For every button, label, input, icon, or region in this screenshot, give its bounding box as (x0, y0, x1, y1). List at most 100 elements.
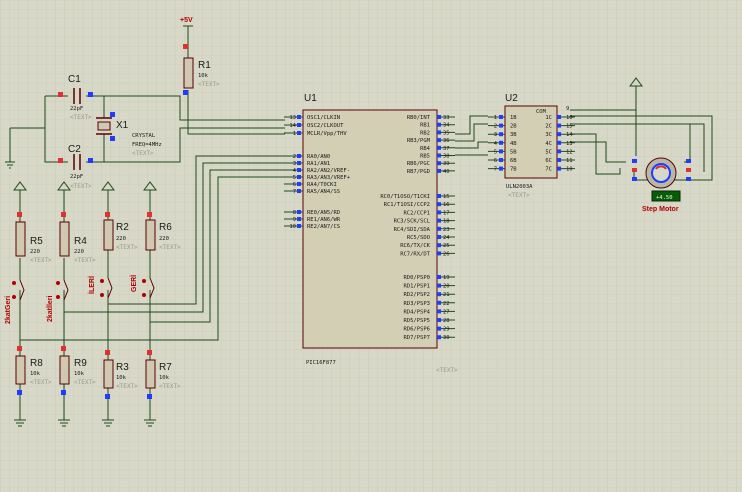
resistor-r9[interactable]: R9 10k <TEXT> (59, 355, 96, 386)
u2-part: ULN2003A (506, 184, 533, 190)
u1-right-pin-name: RC2/CCP1 (404, 210, 431, 216)
u2-left-pin-5: 5 5B (488, 149, 517, 155)
resistor-r7[interactable]: R7 10k <TEXT> (145, 359, 181, 390)
u2-left-pin-name: 2B (510, 124, 517, 130)
switch-label-2: İLERİ (88, 276, 96, 294)
svg-text:CRYSTAL: CRYSTAL (132, 133, 156, 139)
u1-left-pin-name: RE2/AN7/CS (307, 224, 340, 230)
resistor-r5[interactable]: R5 220 <TEXT> (15, 221, 52, 264)
u1-right-pin-num: 25 (443, 243, 450, 249)
u2-left-pin-num: 7 (494, 167, 497, 173)
u2-left-pin-name: 5B (510, 149, 517, 155)
svg-text:220: 220 (116, 236, 126, 242)
u2-right-pin-num: 16 (566, 115, 573, 121)
switch-label-0: 2katGeri (5, 296, 12, 324)
u1-right-pin-num: 20 (443, 284, 450, 290)
resistor-r4[interactable]: R4 220 <TEXT> (59, 221, 96, 264)
r1-ref: R1 (198, 60, 211, 71)
svg-text:R9: R9 (74, 358, 87, 369)
resistor-r3[interactable]: R3 10k <TEXT> (103, 359, 138, 390)
svg-text:<TEXT>: <TEXT> (132, 150, 154, 157)
u2-right-pin-name: 4C (545, 141, 552, 147)
capacitor-c1[interactable]: C1 22pF <TEXT> (68, 74, 92, 121)
resistor-r2[interactable]: R2 220 <TEXT> (103, 219, 138, 251)
switch-0[interactable]: 2katGeri (5, 279, 25, 324)
svg-text:C1: C1 (68, 74, 81, 85)
u1-right-pin-num: 19 (443, 275, 450, 281)
u2-right-pin-num: 14 (566, 132, 573, 138)
u1-right-pin-name: RD5/PSP5 (404, 318, 431, 324)
u1-left-pin-num: 4 (293, 168, 297, 174)
u1-right-pin-name: RC6/TX/CK (400, 243, 430, 249)
u1-right-pin-name: RC4/SDI/SDA (394, 227, 431, 233)
u1-left-pin-name: RA2/AN2/VREF- (307, 168, 350, 174)
u1-right-pin-name: RB3/PGM (407, 138, 431, 144)
resistor-r6[interactable]: R6 220 <TEXT> (145, 219, 181, 251)
svg-text:R3: R3 (116, 362, 129, 373)
u1-left-pin-name: RA5/AN4/SS (307, 189, 340, 195)
svg-text:<TEXT>: <TEXT> (70, 183, 92, 190)
resistor-r8[interactable]: R8 10k <TEXT> (15, 355, 52, 386)
u1-right-pin-num: 37 (443, 146, 450, 152)
svg-text:R8: R8 (30, 358, 43, 369)
u1-right-pin-num: 18 (443, 219, 450, 225)
capacitor-c2[interactable]: C2 22pF <TEXT> (68, 144, 92, 190)
u1-right-pin-num: 40 (443, 169, 450, 175)
motor-readout: +4.50 (656, 195, 673, 201)
svg-text:220: 220 (74, 249, 84, 255)
svg-text:220: 220 (159, 236, 169, 242)
u1-right-pin-num: 21 (443, 292, 450, 298)
u2-left-pin-num: 5 (494, 149, 497, 155)
u1-part: PIC16F877 (306, 360, 336, 366)
u2-right-pin-name: 1C (545, 115, 552, 121)
u1-right-pin-name: RD7/PSP7 (404, 335, 431, 341)
u1-left-pin-name: RA1/AN1 (307, 161, 330, 167)
switch-3[interactable]: GERİ (130, 275, 155, 299)
svg-text:10k: 10k (74, 371, 85, 377)
u2-com-pin: 9 (566, 106, 569, 112)
u1-text: <TEXT> (436, 367, 458, 374)
switch-2[interactable]: İLERİ (88, 276, 113, 299)
u1-left-pin-name: RE1/AN6/WR (307, 217, 341, 223)
svg-text:10k: 10k (30, 371, 41, 377)
u2-left-pin-num: 4 (494, 141, 498, 147)
u2-right-pin-num: 13 (566, 141, 573, 147)
step-motor[interactable]: +4.50 Step Motor (632, 157, 691, 213)
u1-left-pin-num: 8 (293, 210, 296, 216)
u1-left-pin-name: MCLR/Vpp/THV (307, 131, 347, 137)
u1-left-pin-num: 10 (289, 224, 296, 230)
u1-right-pin-num: 24 (443, 235, 450, 241)
svg-text:10k: 10k (116, 375, 127, 381)
svg-text:<TEXT>: <TEXT> (74, 257, 96, 264)
crystal-x1[interactable]: X1 CRYSTAL FREQ=4MHz <TEXT> (96, 117, 162, 157)
svg-text:<TEXT>: <TEXT> (70, 114, 92, 121)
u1-left-pin-name: RA4/T0CKI (307, 182, 337, 188)
u1-ref: U1 (304, 93, 317, 104)
u1-left-pin-10: 10 RE2/AN7/CS (284, 224, 340, 230)
u1-right-pin-num: 38 (443, 154, 450, 160)
u1-right-pin-num: 26 (443, 251, 450, 257)
resistor-r1[interactable]: R1 10k <TEXT> (183, 57, 220, 89)
u1-left-pin-name: RA0/AN0 (307, 154, 330, 160)
switch-1[interactable]: 2katİleri (46, 279, 69, 322)
